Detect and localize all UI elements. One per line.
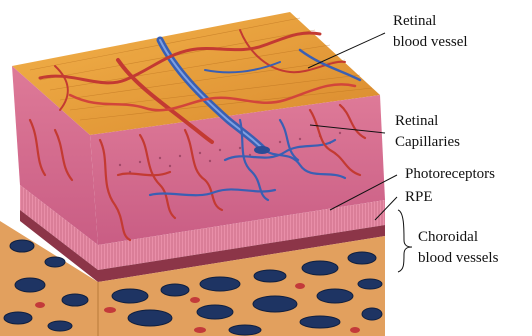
label-retinal-blood-vessel: Retinal blood vessel <box>393 13 468 50</box>
label-rpe: RPE <box>405 189 433 205</box>
label-choroidal-blood-vessels-line1: Choroidal <box>418 229 478 245</box>
label-retinal-blood-vessel-line2: blood vessel <box>393 34 468 50</box>
vein-stub <box>254 146 270 154</box>
label-retinal-blood-vessel-line1: Retinal <box>393 13 436 29</box>
label-photoreceptors: Photoreceptors <box>405 166 495 182</box>
label-retinal-capillaries-line1: Retinal <box>395 113 438 129</box>
label-choroidal-blood-vessels: Choroidal blood vessels <box>418 229 499 266</box>
label-retinal-capillaries: Retinal Capillaries <box>395 113 460 150</box>
label-retinal-capillaries-line2: Capillaries <box>395 134 460 150</box>
label-choroidal-blood-vessels-line2: blood vessels <box>418 250 499 266</box>
